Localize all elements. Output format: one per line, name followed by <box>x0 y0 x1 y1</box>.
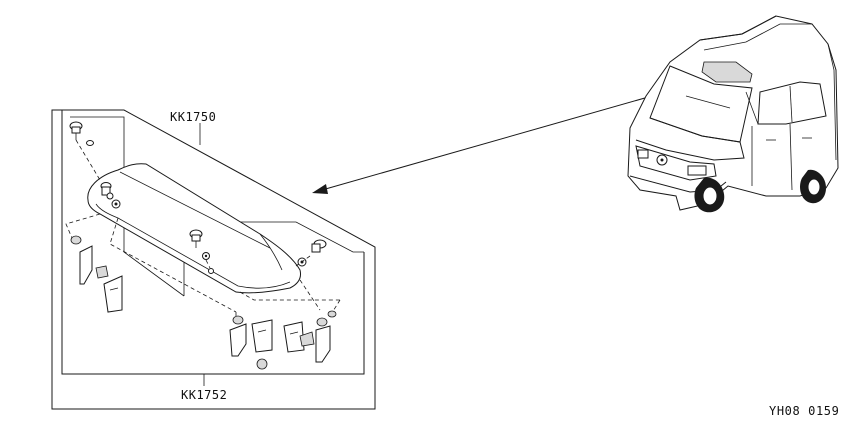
label-leaders <box>199 123 205 386</box>
assembly-dashes <box>65 213 341 318</box>
figure-code: YH08 0159 <box>769 404 840 418</box>
pointer-arrow <box>312 79 709 194</box>
vehicle-illustration <box>627 15 839 213</box>
brackets-right <box>229 310 337 370</box>
outer-callout-frame <box>51 109 376 410</box>
brackets-left <box>70 235 123 313</box>
hardware-top <box>69 121 327 274</box>
kit-part-number: KK1752 <box>181 388 228 402</box>
assembly-part-number: KK1750 <box>170 110 217 124</box>
roof-spoiler <box>87 163 301 294</box>
